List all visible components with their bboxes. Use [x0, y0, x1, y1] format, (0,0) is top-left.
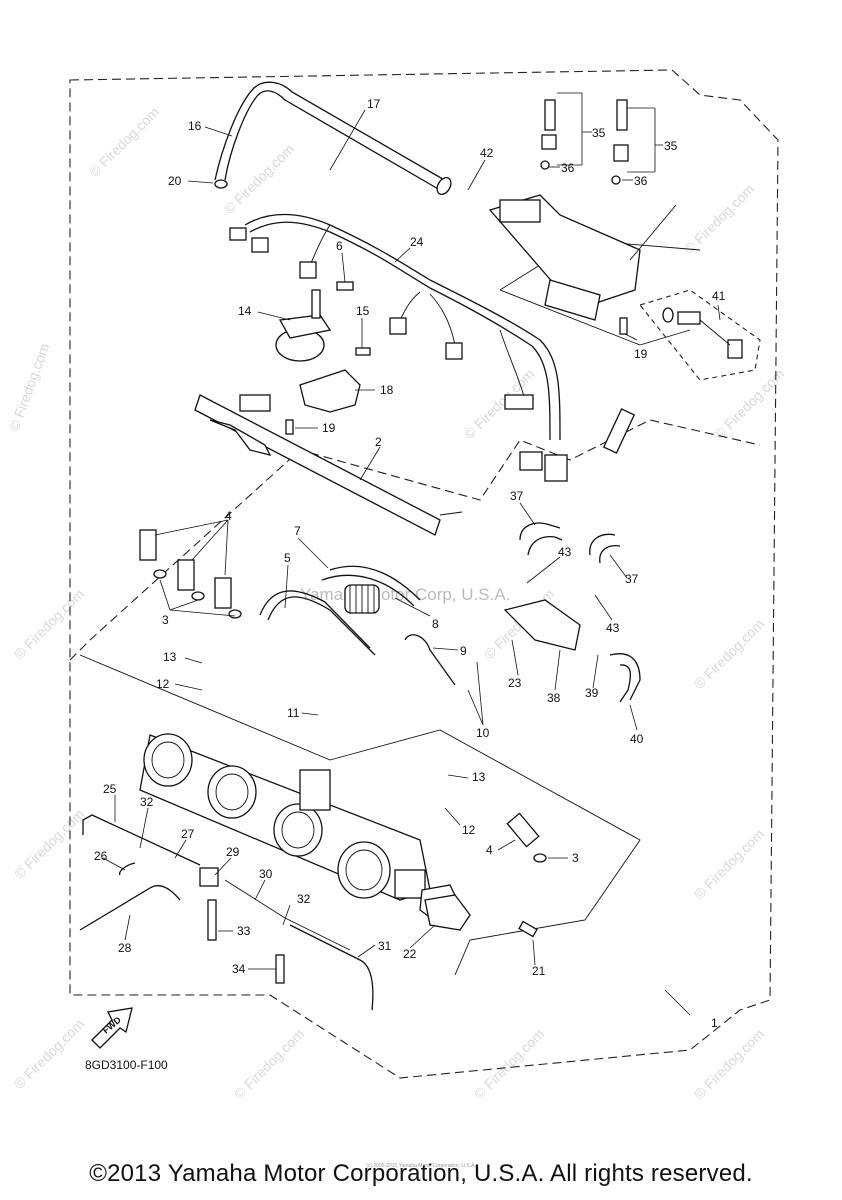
watermark: © Firedog.com — [11, 1016, 87, 1092]
callout-labels: 17 16 20 42 24 6 14 15 18 19 2 19 41 35 … — [94, 97, 726, 1030]
callout-32-right: 32 — [297, 892, 311, 906]
watermark: © Firedog.com — [11, 806, 87, 882]
callout-25: 25 — [103, 782, 117, 796]
hoses-5-7-8 — [259, 565, 421, 656]
callout-8: 8 — [432, 617, 439, 631]
watermark: © Firedog.com — [691, 826, 767, 902]
callout-14: 14 — [238, 304, 252, 318]
hose-16-17 — [214, 81, 452, 196]
fine-print: (c) 2005-2015 Yamaha Motor Corporation, … — [366, 1163, 476, 1169]
assembly-boundary — [69, 69, 779, 1079]
callout-26: 26 — [94, 849, 108, 863]
hose-9 — [404, 634, 456, 686]
screw-21 — [518, 920, 538, 938]
callout-12-left: 12 — [156, 677, 170, 691]
callout-35-left: 35 — [592, 126, 606, 140]
fwd-arrow-icon: FWD — [91, 1007, 133, 1049]
callout-2: 2 — [375, 435, 382, 449]
throttle-body-group-outline — [79, 654, 641, 976]
watermark: © Firedog.com — [471, 1026, 547, 1102]
callout-13-left: 13 — [163, 650, 177, 664]
watermark: © Firedog.com — [681, 181, 757, 257]
watermark: © Firedog.com — [691, 616, 767, 692]
callout-9: 9 — [460, 644, 467, 658]
copyright-notice: ©2013 Yamaha Motor Corporation, U.S.A. A… — [89, 1160, 753, 1187]
callout-34: 34 — [232, 962, 246, 976]
callout-37-left: 37 — [510, 489, 524, 503]
fuel-rail-2 — [194, 394, 463, 536]
fuel-injectors-4 — [139, 529, 547, 863]
callout-40: 40 — [630, 732, 644, 746]
watermark: © Firedog.com — [86, 104, 162, 180]
callout-22: 22 — [403, 947, 417, 961]
callout-37-right: 37 — [625, 572, 639, 586]
callout-18: 18 — [380, 383, 394, 397]
callout-17: 17 — [367, 97, 381, 111]
fuel-rail-group-boundary — [69, 419, 761, 661]
watermark: © Firedog.com — [691, 1026, 767, 1102]
bracket-18 — [299, 369, 361, 413]
callout-11: 11 — [287, 706, 300, 720]
callout-20: 20 — [168, 174, 182, 188]
callout-3-right: 3 — [572, 851, 579, 865]
callout-24: 24 — [410, 235, 424, 249]
callout-21: 21 — [532, 964, 546, 978]
pressure-sensor-14 — [275, 289, 332, 362]
callout-7: 7 — [294, 524, 301, 538]
callout-32-left: 32 — [140, 795, 154, 809]
bolts — [285, 281, 628, 435]
callout-36-right: 36 — [634, 174, 648, 188]
pressure-regulator-block — [488, 99, 677, 321]
callout-42: 42 — [480, 146, 494, 160]
callout-39: 39 — [585, 686, 599, 700]
watermark: © Firedog.com — [6, 341, 53, 433]
callout-36-left: 36 — [561, 161, 575, 175]
callout-33: 33 — [237, 924, 251, 938]
callout-3-top: 3 — [162, 613, 169, 627]
vacuum-hoses-bottom — [79, 814, 374, 1011]
adjust-screw-41 — [639, 289, 761, 381]
callout-10: 10 — [476, 726, 490, 740]
callout-16: 16 — [188, 119, 202, 133]
watermark: © Firedog.com — [221, 141, 297, 217]
callout-15: 15 — [356, 304, 370, 318]
callout-43-right: 43 — [606, 621, 620, 635]
callout-23: 23 — [508, 676, 522, 690]
watermark: © Firedog.com — [231, 1026, 307, 1102]
throttle-position-sensor-22 — [424, 894, 471, 931]
callout-19-left: 19 — [322, 421, 336, 435]
callout-5: 5 — [284, 551, 291, 565]
watermark: © Firedog.com — [11, 586, 87, 662]
callout-27: 27 — [181, 827, 195, 841]
callout-31: 31 — [378, 939, 392, 953]
callout-30: 30 — [259, 867, 273, 881]
watermark-center: Yamaha Motor Corp, U.S.A. — [300, 585, 510, 604]
callout-12-right: 12 — [462, 823, 476, 837]
callout-28: 28 — [118, 941, 132, 955]
callout-4-top: 4 — [225, 509, 232, 523]
callout-29: 29 — [226, 845, 240, 859]
diagram-code: 8GD3100-F100 — [85, 1058, 168, 1072]
callout-38: 38 — [547, 691, 561, 705]
callout-4-right: 4 — [486, 843, 493, 857]
callout-41: 41 — [712, 289, 726, 303]
callout-43-left: 43 — [558, 545, 572, 559]
callout-19-right: 19 — [634, 347, 648, 361]
callout-6: 6 — [336, 239, 343, 253]
hose-tube — [602, 408, 636, 454]
callout-13-right: 13 — [472, 770, 486, 784]
callout-35-right: 35 — [664, 139, 678, 153]
wire-harness-24 — [229, 213, 568, 482]
hoses-37-38-40 — [503, 522, 641, 703]
leader-lines — [102, 92, 721, 1016]
callout-1: 1 — [711, 1016, 718, 1030]
